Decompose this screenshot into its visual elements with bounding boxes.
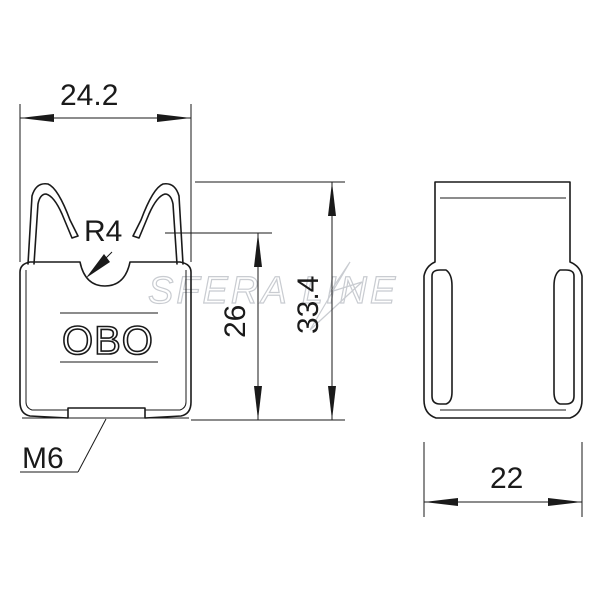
thread-leader-line [77, 418, 107, 473]
radius-arrow [86, 254, 110, 278]
dimension-label-width-front: 24.2 [60, 79, 118, 112]
dimension-label-radius: R4 [84, 215, 122, 248]
arrow-inner-bottom [254, 386, 262, 420]
dimension-label-height-inner: 26 [219, 305, 252, 338]
arrow-total-top [328, 182, 336, 216]
obo-logo: OBO [62, 319, 154, 363]
side-view-outline [423, 181, 583, 419]
dimension-width-side: 22 [423, 442, 583, 517]
arrow-right [157, 114, 191, 122]
dimension-width-front: 24.2 [19, 79, 192, 262]
dimension-height-total: 33.4 [191, 181, 345, 421]
dimension-label-thread: M6 [22, 442, 64, 475]
dimension-label-width-side: 22 [490, 462, 523, 495]
front-view-inner-fold [25, 270, 187, 411]
front-view-right-tab [132, 182, 184, 265]
dimension-height-inner: 26 [165, 232, 272, 420]
side-view-right-slot [553, 269, 575, 405]
side-view-left-slot [431, 269, 453, 405]
dimension-label-height-total: 33.4 [292, 276, 325, 334]
side-view [423, 181, 583, 419]
front-view-left-tab [27, 182, 79, 265]
dimension-radius: R4 [84, 215, 122, 278]
arrow-side-left [424, 498, 458, 506]
arrow-side-right [548, 498, 582, 506]
front-view: OBO [19, 182, 192, 419]
dimension-thread: M6 [20, 418, 107, 475]
watermark-swoosh [309, 261, 363, 331]
arrow-left [20, 114, 54, 122]
arrow-inner-top [254, 233, 262, 267]
watermark-text: SFERA LINE [148, 270, 398, 312]
arrow-total-bottom [328, 386, 336, 420]
